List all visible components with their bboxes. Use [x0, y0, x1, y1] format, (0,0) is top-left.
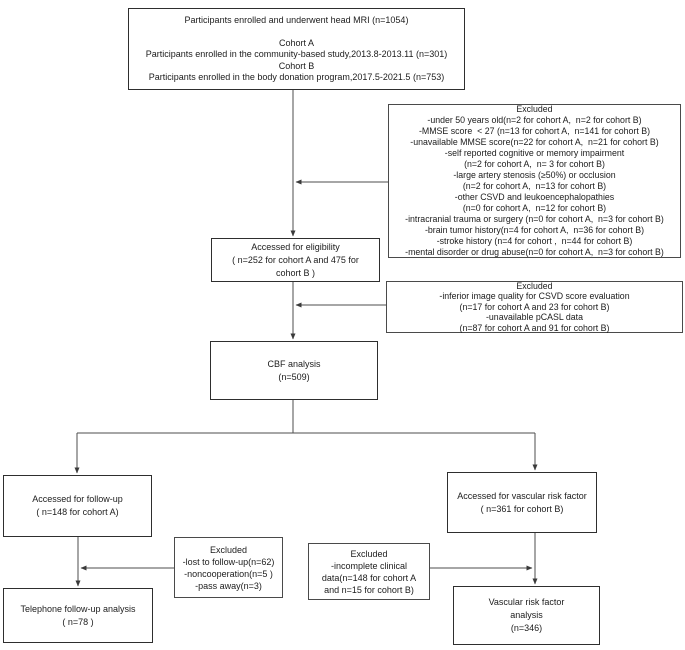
- enrollment-box: Participants enrolled and underwent head…: [128, 8, 465, 90]
- followup-box: Accessed for follow-up ( n=148 for cohor…: [3, 475, 152, 537]
- cbf-analysis-box: CBF analysis (n=509): [210, 341, 378, 400]
- eligibility-box: Accessed for eligibility ( n=252 for coh…: [211, 238, 380, 282]
- excluded-clinical-box: Excluded -incomplete clinical data(n=148…: [308, 543, 430, 600]
- excluded-imaging-box: Excluded -inferior image quality for CSV…: [386, 281, 683, 333]
- vascular-access-box: Accessed for vascular risk factor ( n=36…: [447, 472, 597, 533]
- vascular-analysis-box: Vascular risk factor analysis (n=346): [453, 586, 600, 645]
- telephone-followup-box: Telephone follow-up analysis ( n=78 ): [3, 588, 153, 643]
- excluded-screening-box: Excluded -under 50 years old(n=2 for coh…: [388, 104, 681, 258]
- excluded-followup-box: Excluded -lost to follow-up(n=62) -nonco…: [174, 537, 283, 598]
